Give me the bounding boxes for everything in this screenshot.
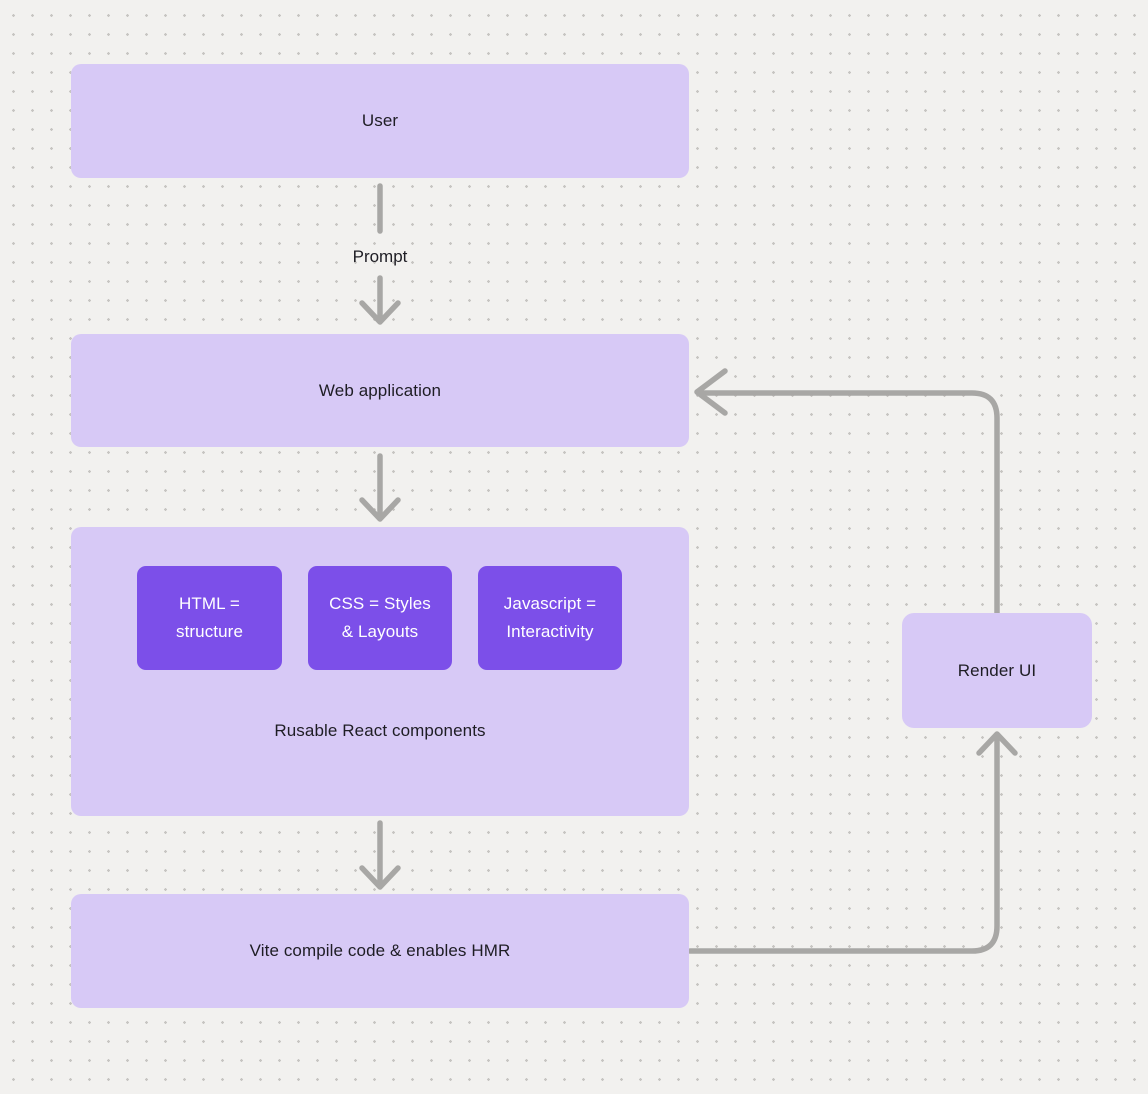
node-css-styles-label: CSS = Styles & Layouts	[329, 594, 431, 641]
node-html-structure: HTML = structure	[137, 566, 282, 670]
node-user: User	[71, 64, 689, 178]
node-javascript-interactivity: Javascript = Interactivity	[478, 566, 622, 670]
arrow-down-icon	[359, 865, 401, 890]
node-components-group: HTML = structure CSS = Styles & Layouts …	[71, 527, 689, 816]
node-html-structure-label: HTML = structure	[175, 594, 244, 641]
arrow-left-icon	[694, 368, 728, 416]
node-web-application: Web application	[71, 334, 689, 447]
node-vite: Vite compile code & enables HMR	[71, 894, 689, 1008]
node-vite-label: Vite compile code & enables HMR	[249, 941, 511, 960]
node-javascript-interactivity-label: Javascript = Interactivity	[503, 594, 597, 641]
arrow-vite-to-renderui	[687, 737, 1000, 954]
components-group-caption: Rusable React components	[274, 721, 486, 740]
node-render-ui: Render UI	[902, 613, 1092, 728]
arrow-up-icon	[976, 731, 1018, 756]
node-css-styles: CSS = Styles & Layouts	[308, 566, 452, 670]
arrow-down-icon	[359, 300, 401, 325]
arrow-down-icon	[359, 497, 401, 522]
node-render-ui-label: Render UI	[957, 660, 1037, 680]
edge-label-prompt: Prompt	[352, 247, 408, 266]
node-user-label: User	[361, 111, 399, 130]
arrow-renderui-to-webapp	[699, 390, 1000, 616]
node-web-application-label: Web application	[318, 380, 442, 400]
